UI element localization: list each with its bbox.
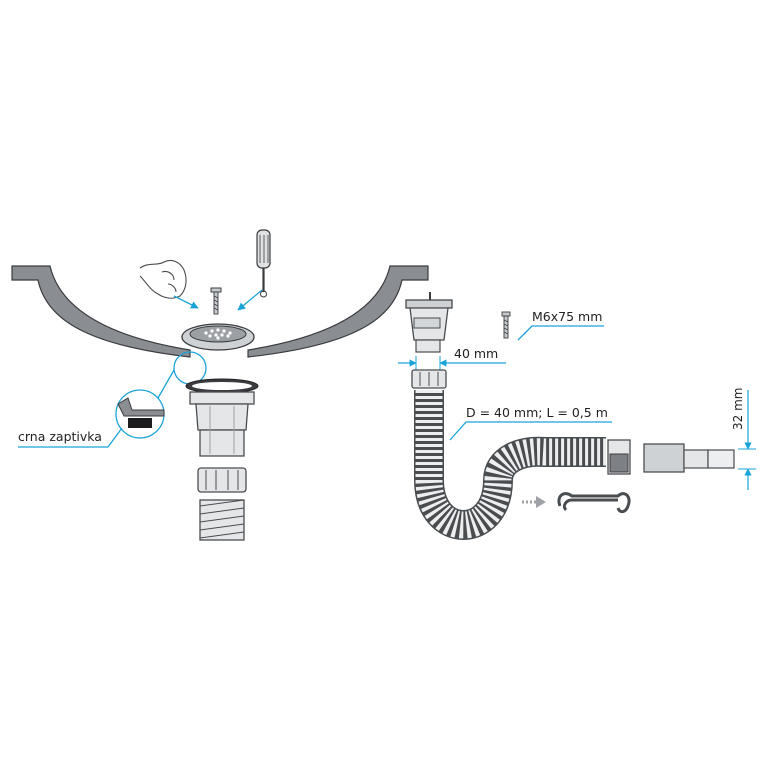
m6-screw-icon <box>501 311 511 339</box>
strainer-body <box>189 391 255 457</box>
hose-leader <box>449 421 612 441</box>
hose-label: D = 40 mm; L = 0,5 m <box>466 405 608 420</box>
screwdriver-arrow <box>237 289 263 311</box>
strainer-plate <box>181 323 255 351</box>
hose-clip <box>557 492 631 514</box>
gasket-leader <box>18 427 123 448</box>
coupling-nut <box>411 369 447 389</box>
connector-label: 32 mm <box>731 388 745 430</box>
screwdriver-icon <box>256 229 271 298</box>
hand-icon <box>139 259 187 299</box>
screw-label: M6x75 mm <box>532 309 602 324</box>
detail-leader <box>157 369 175 399</box>
screw-icon <box>210 287 222 315</box>
lock-nut <box>197 467 247 493</box>
threaded-tail <box>199 499 245 541</box>
screw-leader <box>517 325 604 341</box>
sink-bowl <box>11 265 429 358</box>
basket-strainer <box>405 292 453 353</box>
tail-width-label: 40 mm <box>454 346 498 361</box>
hand-arrow <box>173 295 199 309</box>
gasket-detail-inset <box>115 389 165 439</box>
flexible-hose <box>414 390 606 540</box>
waste-connector <box>643 443 735 473</box>
arrow-icon <box>522 496 546 508</box>
tail-width-dimension <box>398 356 506 372</box>
connector-dimension <box>738 390 756 490</box>
collar <box>607 439 631 475</box>
gasket-label: crna zaptivka <box>18 429 102 444</box>
